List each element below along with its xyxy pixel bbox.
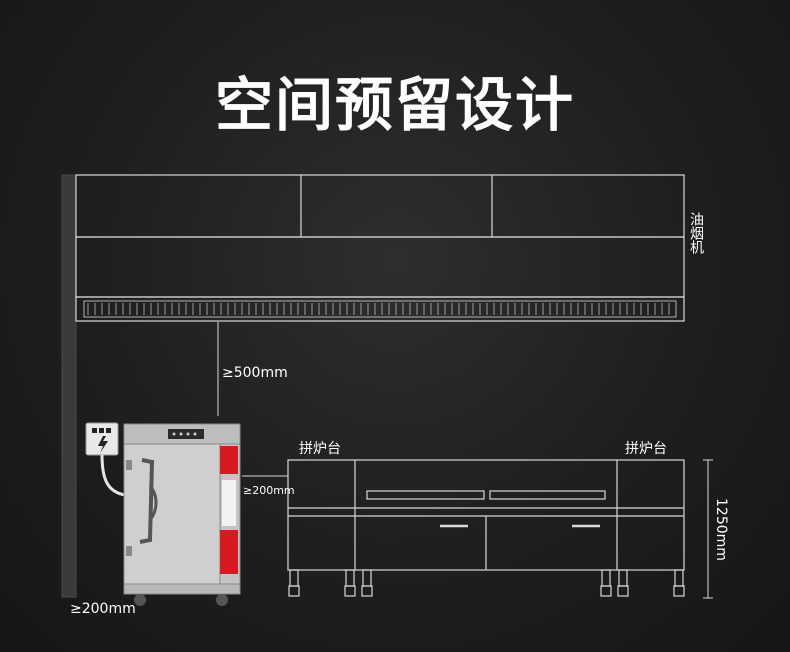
steamer-cabinet [123,423,241,606]
power-cable [100,454,126,497]
station-right-label: 拼炉台 [625,441,667,457]
hood-grille [87,303,670,315]
wall [61,174,77,598]
range-hood [75,174,685,322]
station-left-label: 拼炉台 [299,441,341,457]
station-legs [288,569,685,597]
hood-label: 油烟机 [688,212,704,254]
station-height-label: 1250mm [713,498,729,561]
back-clearance-label: ≥200mm [70,601,136,617]
power-socket-icon [85,422,119,456]
page-title: 空间预留设计 [214,71,575,139]
stove-station [287,459,685,571]
height-dimension [703,459,713,599]
side-clearance-label: ≥200mm [243,484,295,497]
hood-clearance-label: ≥500mm [222,365,288,381]
